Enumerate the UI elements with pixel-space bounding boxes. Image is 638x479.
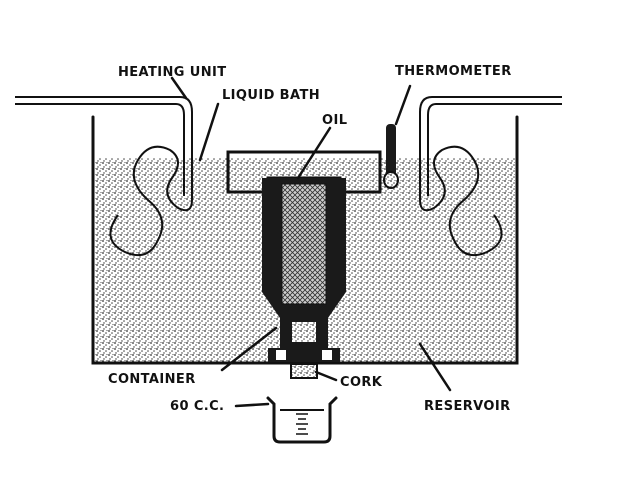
leader-reservoir: [418, 342, 452, 392]
label-beaker-volume: 60 C.C.: [170, 399, 224, 414]
leader-container: [220, 326, 278, 372]
heating-unit-left: [15, 96, 193, 256]
label-heating-unit: HEATING UNIT: [118, 65, 227, 80]
leader-beaker: [234, 402, 270, 408]
label-liquid-bath: LIQUID BATH: [222, 88, 320, 103]
leader-cork: [314, 370, 338, 382]
label-oil: OIL: [322, 113, 347, 128]
leader-thermometer: [394, 84, 412, 126]
measuring-beaker: [266, 396, 338, 444]
leader-heating-unit: [170, 76, 188, 100]
cork: [290, 363, 318, 379]
thermometer: [383, 124, 399, 189]
label-reservoir: RESERVOIR: [424, 399, 510, 414]
label-container: CONTAINER: [108, 372, 196, 387]
leader-oil: [296, 126, 332, 180]
label-cork: CORK: [340, 375, 383, 390]
oil-container: [262, 178, 346, 362]
leader-lines: [170, 76, 452, 408]
heating-unit-right: [419, 96, 562, 256]
label-thermometer: THERMOMETER: [395, 64, 512, 79]
leader-liquid-bath: [198, 102, 220, 162]
